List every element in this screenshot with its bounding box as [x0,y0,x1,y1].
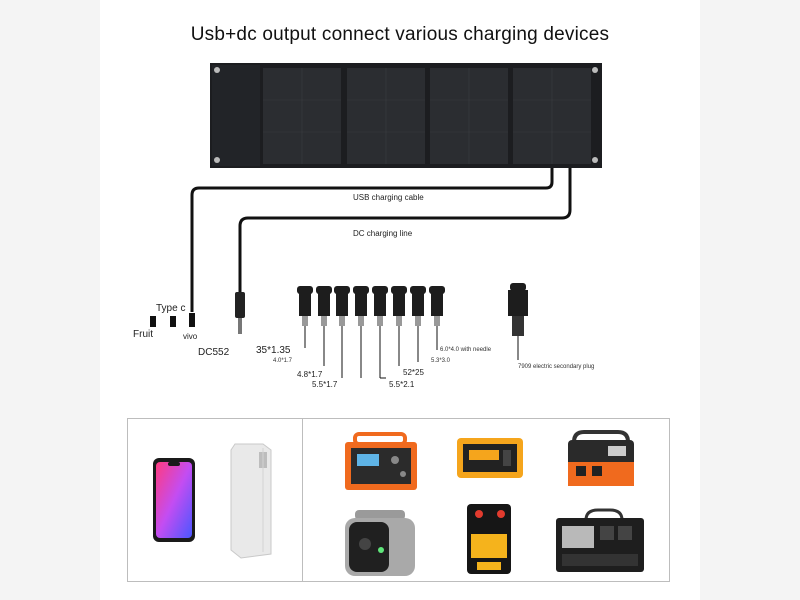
product-diagram: Usb+dc output connect various charging d… [100,0,700,600]
solar-panel [210,63,602,168]
inverter-charger-icon [556,508,644,572]
dc-adapter-tips [297,286,445,326]
size-48x17-label: 4.8*1.7 [297,370,323,379]
smartphone-icon [153,458,195,542]
devices-divider [302,418,303,582]
lightning-connector-icon [150,316,156,327]
power-bank-icon [230,443,272,559]
7909-plug-icon [508,283,528,360]
size-40x17-label: 4.0*1.7 [273,358,293,364]
type-c-connector-icon [170,316,176,327]
fruit-label: Fruit [133,329,153,340]
page-title: Usb+dc output connect various charging d… [190,24,610,45]
power-station-icon [568,430,634,486]
dc-plug-icon [235,292,245,334]
usb-cable [190,168,554,312]
devices-panel [127,418,670,582]
size-55x17-label: 5.5*1.7 [312,380,338,389]
portable-power-station-icon [345,432,417,490]
vivo-label: vivo [183,332,198,341]
devices-illustration [153,430,644,576]
leader-lines [304,326,438,379]
size-35x135-label: 35*1.35 [256,345,291,356]
size-53x30-label: 5.3*3.0 [431,358,451,364]
size-60x40-label: 6.0*4.0 with needle [440,347,492,353]
car-jump-starter-icon [467,504,511,574]
jump-starter-icon [457,438,523,478]
size-55x21-label: 5.5*2.1 [389,380,415,389]
type-c-label: Type c [156,303,186,314]
dc-cable-label: DC charging line [353,229,413,238]
dc-cable [238,168,572,296]
dc552-label: DC552 [198,347,230,358]
portable-battery-icon [345,510,415,576]
usb-cable-label: USB charging cable [353,193,424,202]
plug-7909-label: 7909 electric secondary plug [518,364,595,370]
micro-usb-connector-icon [189,313,195,327]
size-52x25-label: 52*25 [403,368,424,377]
solar-panel-diagram [150,63,602,379]
